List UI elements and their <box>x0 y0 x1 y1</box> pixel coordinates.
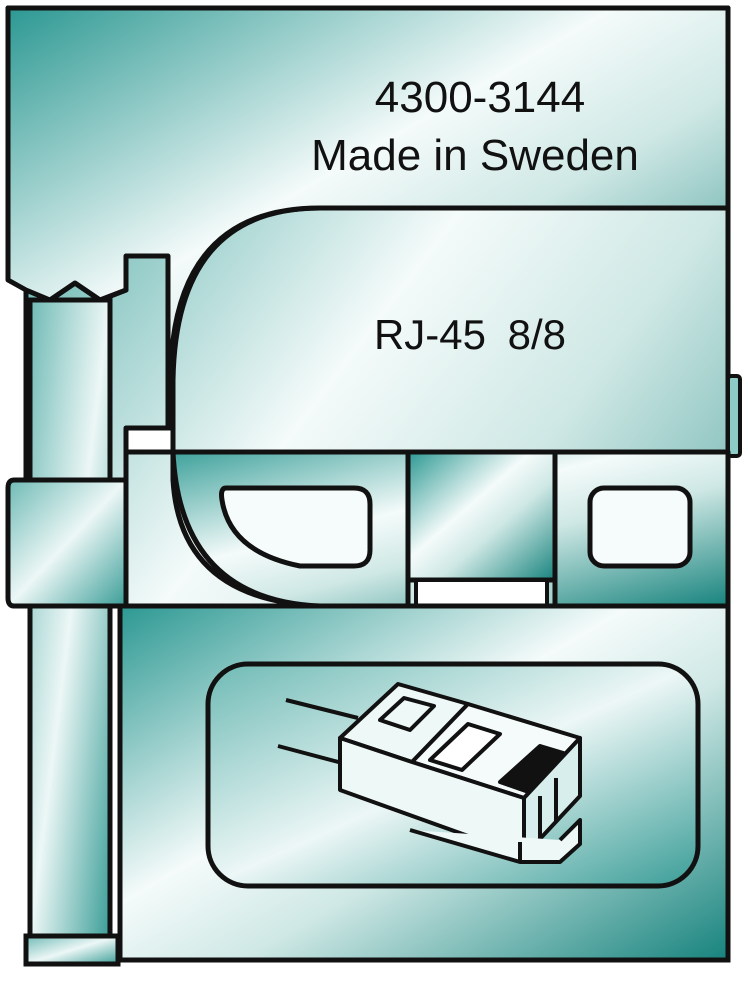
part-number-label: 4300-3144 <box>374 73 586 122</box>
center-slot <box>405 449 558 583</box>
origin-label: Made in Sweden <box>311 131 639 180</box>
left-shaft <box>27 297 113 943</box>
shaft-foot <box>23 933 121 967</box>
right-cavity <box>587 485 693 569</box>
side-tab <box>726 374 742 458</box>
upper-plate <box>5 5 731 431</box>
center-slot-gap <box>414 578 549 608</box>
connector-type-label: RJ-45 8/8 <box>373 311 567 358</box>
left-cavity <box>219 485 373 569</box>
rj45-plug-icon <box>277 682 582 864</box>
cross-bar-block <box>5 477 129 609</box>
